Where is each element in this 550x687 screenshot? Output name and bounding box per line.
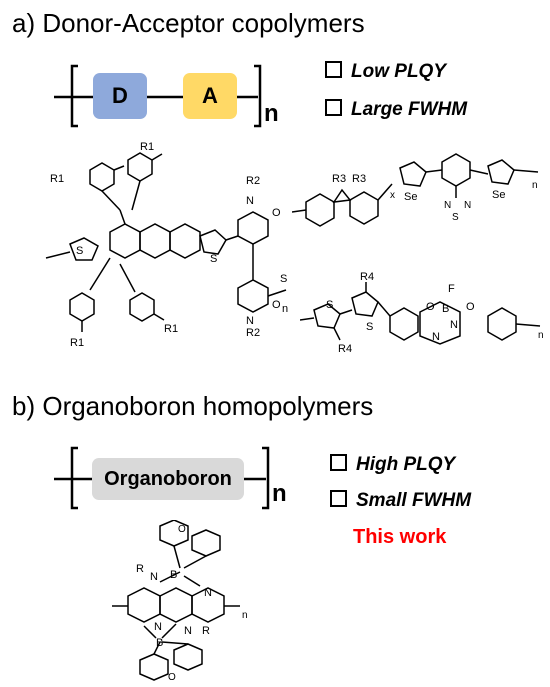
checkbox-icon xyxy=(325,99,342,116)
label-r1: R1 xyxy=(140,141,154,153)
check-high-plqy: High PLQY xyxy=(330,454,455,476)
check-large-fwhm: Large FWHM xyxy=(325,99,467,121)
label-n: N xyxy=(432,331,440,343)
label-r4: R4 xyxy=(338,343,352,355)
label-n: N xyxy=(246,195,254,207)
label-r1: R1 xyxy=(50,173,64,185)
label-o: O xyxy=(272,207,281,219)
idt-polymer-structure: R1 R1 R1 R1 R2 R2 N N O O S S S n xyxy=(45,141,288,349)
label-s: S xyxy=(76,245,83,257)
bf2-polymer-structure: R4 R4 S S O O F B N N n xyxy=(300,271,544,355)
label-r: R xyxy=(202,625,210,637)
label-r1: R1 xyxy=(164,323,178,335)
label-o: O xyxy=(168,672,176,683)
label-s: S xyxy=(326,299,333,311)
section-a-title: a) Donor-Acceptor copolymers xyxy=(12,8,365,38)
organoboron-polymer-structure: O B N R N N N R B O n xyxy=(112,520,248,683)
checkbox-icon xyxy=(330,454,347,471)
label-b: B xyxy=(156,637,163,649)
label-n: N xyxy=(450,319,458,331)
check-small-fwhm-label: Small FWHM xyxy=(356,490,472,511)
label-s: S xyxy=(210,253,217,265)
check-high-plqy-label: High PLQY xyxy=(356,454,456,475)
this-work-label: This work xyxy=(353,526,447,548)
label-subscript-n: n xyxy=(282,303,288,315)
label-n: N xyxy=(204,587,212,599)
label-subscript-n: n xyxy=(538,330,544,341)
label-x: x xyxy=(390,190,395,201)
check-small-fwhm: Small FWHM xyxy=(330,490,471,512)
donor-block: D xyxy=(93,73,147,119)
label-se: Se xyxy=(492,189,505,201)
label-r1: R1 xyxy=(70,337,84,349)
label-subscript-n: n xyxy=(532,180,538,191)
organoboron-block: Organoboron xyxy=(92,458,244,500)
section-b-title: b) Organoboron homopolymers xyxy=(12,391,374,421)
label-subscript-n: n xyxy=(242,610,248,621)
label-s: S xyxy=(280,273,287,285)
checkbox-icon xyxy=(330,490,347,507)
acceptor-block: A xyxy=(183,73,237,119)
label-r2: R2 xyxy=(246,327,260,339)
label-r3: R3 xyxy=(332,173,346,185)
label-n: N xyxy=(246,315,254,327)
label-n: N xyxy=(444,200,451,211)
label-f: F xyxy=(448,283,455,295)
label-n: N xyxy=(464,200,471,211)
label-o: O xyxy=(272,299,281,311)
label-r4: R4 xyxy=(360,271,374,283)
label-b: B xyxy=(170,569,177,581)
check-low-plqy: Low PLQY xyxy=(325,61,446,83)
label-o: O xyxy=(466,301,475,313)
label-s: S xyxy=(452,212,459,223)
check-large-fwhm-label: Large FWHM xyxy=(351,99,468,120)
label-se: Se xyxy=(404,191,417,203)
checkbox-icon xyxy=(325,61,342,78)
check-low-plqy-label: Low PLQY xyxy=(351,61,446,82)
label-r: R xyxy=(136,563,144,575)
label-b: B xyxy=(442,303,449,315)
label-r3: R3 xyxy=(352,173,366,185)
label-o: O xyxy=(426,301,435,313)
label-n: N xyxy=(150,571,158,583)
label-o: O xyxy=(178,524,186,535)
label-n: N xyxy=(154,621,162,633)
label-s: S xyxy=(366,321,373,333)
da-subscript-n: n xyxy=(264,100,279,127)
label-n: N xyxy=(184,625,192,637)
organoboron-subscript-n: n xyxy=(272,480,287,507)
fluorene-polymer-structure: R3 R3 Se Se N S N x n xyxy=(292,153,539,227)
label-r2: R2 xyxy=(246,175,260,187)
